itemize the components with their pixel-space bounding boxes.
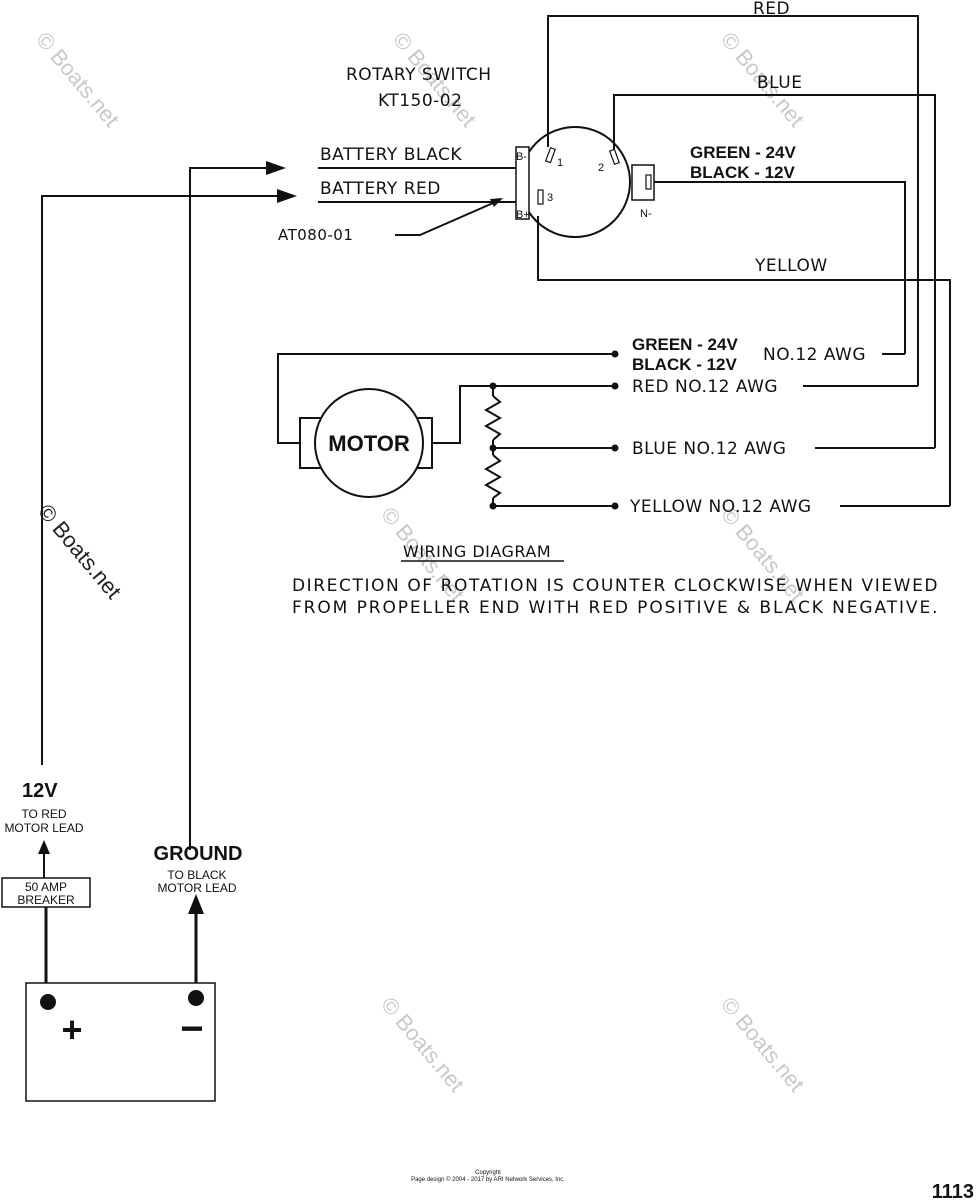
motor-green-24v-label: GREEN - 24V <box>632 335 738 354</box>
switch-terminal-n-minus: N- <box>640 208 652 220</box>
red-wire-label: RED <box>753 0 790 19</box>
resistor-lower <box>483 454 503 499</box>
switch-terminal-b-plus: B+ <box>516 209 530 221</box>
positive-voltage-label: 12V <box>22 780 58 802</box>
positive-arrow <box>277 189 297 203</box>
breaker-box <box>1 877 91 908</box>
switch-terminal-b-minus: B- <box>516 151 527 163</box>
terminal-dot <box>611 502 619 510</box>
part-leader-line <box>395 199 501 236</box>
positive-up-arrow <box>38 840 50 854</box>
junction-dot <box>489 502 497 510</box>
motor-blue-lead-label: BLUE NO.12 AWG <box>632 439 786 459</box>
battery-black-label: BATTERY BLACK <box>320 145 462 165</box>
ground-desc-line1: TO BLACK <box>167 868 226 882</box>
switch-part-number: KT150-02 <box>378 91 462 111</box>
rotation-note-line2: FROM PROPELLER END WITH RED POSITIVE & B… <box>292 598 938 618</box>
switch-terminal-2: 2 <box>598 162 604 174</box>
watermark: © Boats.net <box>376 992 469 1096</box>
battery-plus-sign: + <box>61 1009 82 1050</box>
part-leader-arrow <box>490 198 503 207</box>
yellow-wire <box>537 216 951 506</box>
terminal-dot <box>611 350 619 358</box>
motor-black-12v-label: BLACK - 12V <box>632 355 738 374</box>
positive-desc-line1: TO RED <box>21 807 66 821</box>
rotation-note-line1: DIRECTION OF ROTATION IS COUNTER CLOCKWI… <box>292 576 938 596</box>
positive-desc-line2: MOTOR LEAD <box>4 821 83 835</box>
watermark: © Boats.net <box>716 992 809 1096</box>
motor-black-awg-label: NO.12 AWG <box>763 345 866 365</box>
resistor-upper <box>483 395 503 441</box>
green-black-wire <box>654 181 906 354</box>
positive-wire <box>41 195 280 765</box>
watermark: © Boats.net <box>31 27 124 131</box>
yellow-wire-label: YELLOW <box>754 256 828 276</box>
ground-label: GROUND <box>154 843 243 865</box>
copyright-line2: Page design © 2004 - 2017 by ARI Network… <box>411 1176 565 1183</box>
copyright-line1: Copyright <box>475 1170 501 1176</box>
breaker-label-line2: BREAKER <box>17 893 75 907</box>
page-number: 1113 <box>932 1181 974 1200</box>
battery-minus-sign: − <box>180 1007 203 1051</box>
rotary-switch: 1 2 3 B- B+ N- <box>515 126 655 238</box>
green-24v-label: GREEN - 24V <box>690 143 796 162</box>
switch-terminal-1: 1 <box>557 157 563 169</box>
battery-red-label: BATTERY RED <box>320 179 441 199</box>
terminal-dot <box>611 444 619 452</box>
terminal-dot <box>611 382 619 390</box>
switch-title: ROTARY SWITCH <box>346 65 492 85</box>
motor: MOTOR <box>299 388 433 498</box>
switch-terminal-3: 3 <box>547 192 553 204</box>
motor-label: MOTOR <box>328 431 410 456</box>
blue-wire <box>613 94 936 448</box>
motor-yellow-lead-label: YELLOW NO.12 AWG <box>629 497 812 517</box>
watermark-dark: © Boats.net <box>33 499 126 603</box>
motor-red-lead <box>432 385 615 444</box>
junction-dot <box>489 444 497 452</box>
battery-positive-terminal <box>40 994 56 1010</box>
motor-red-lead-label: RED NO.12 AWG <box>632 377 778 397</box>
part-number-label: AT080-01 <box>278 226 353 244</box>
ground-desc-line2: MOTOR LEAD <box>157 881 236 895</box>
ground-wire <box>189 167 270 850</box>
breaker-label-line1: 50 AMP <box>25 880 67 894</box>
ground-arrow <box>266 161 286 175</box>
black-12v-label: BLACK - 12V <box>690 163 796 182</box>
battery <box>25 982 216 1102</box>
junction-dot <box>489 382 497 390</box>
battery-negative-terminal <box>188 990 204 1006</box>
red-wire <box>547 15 919 386</box>
blue-wire-label: BLUE <box>757 73 802 93</box>
motor-black-lead <box>277 353 615 444</box>
ground-up-arrow <box>188 894 204 914</box>
diagram-heading: WIRING DIAGRAM <box>403 542 551 561</box>
